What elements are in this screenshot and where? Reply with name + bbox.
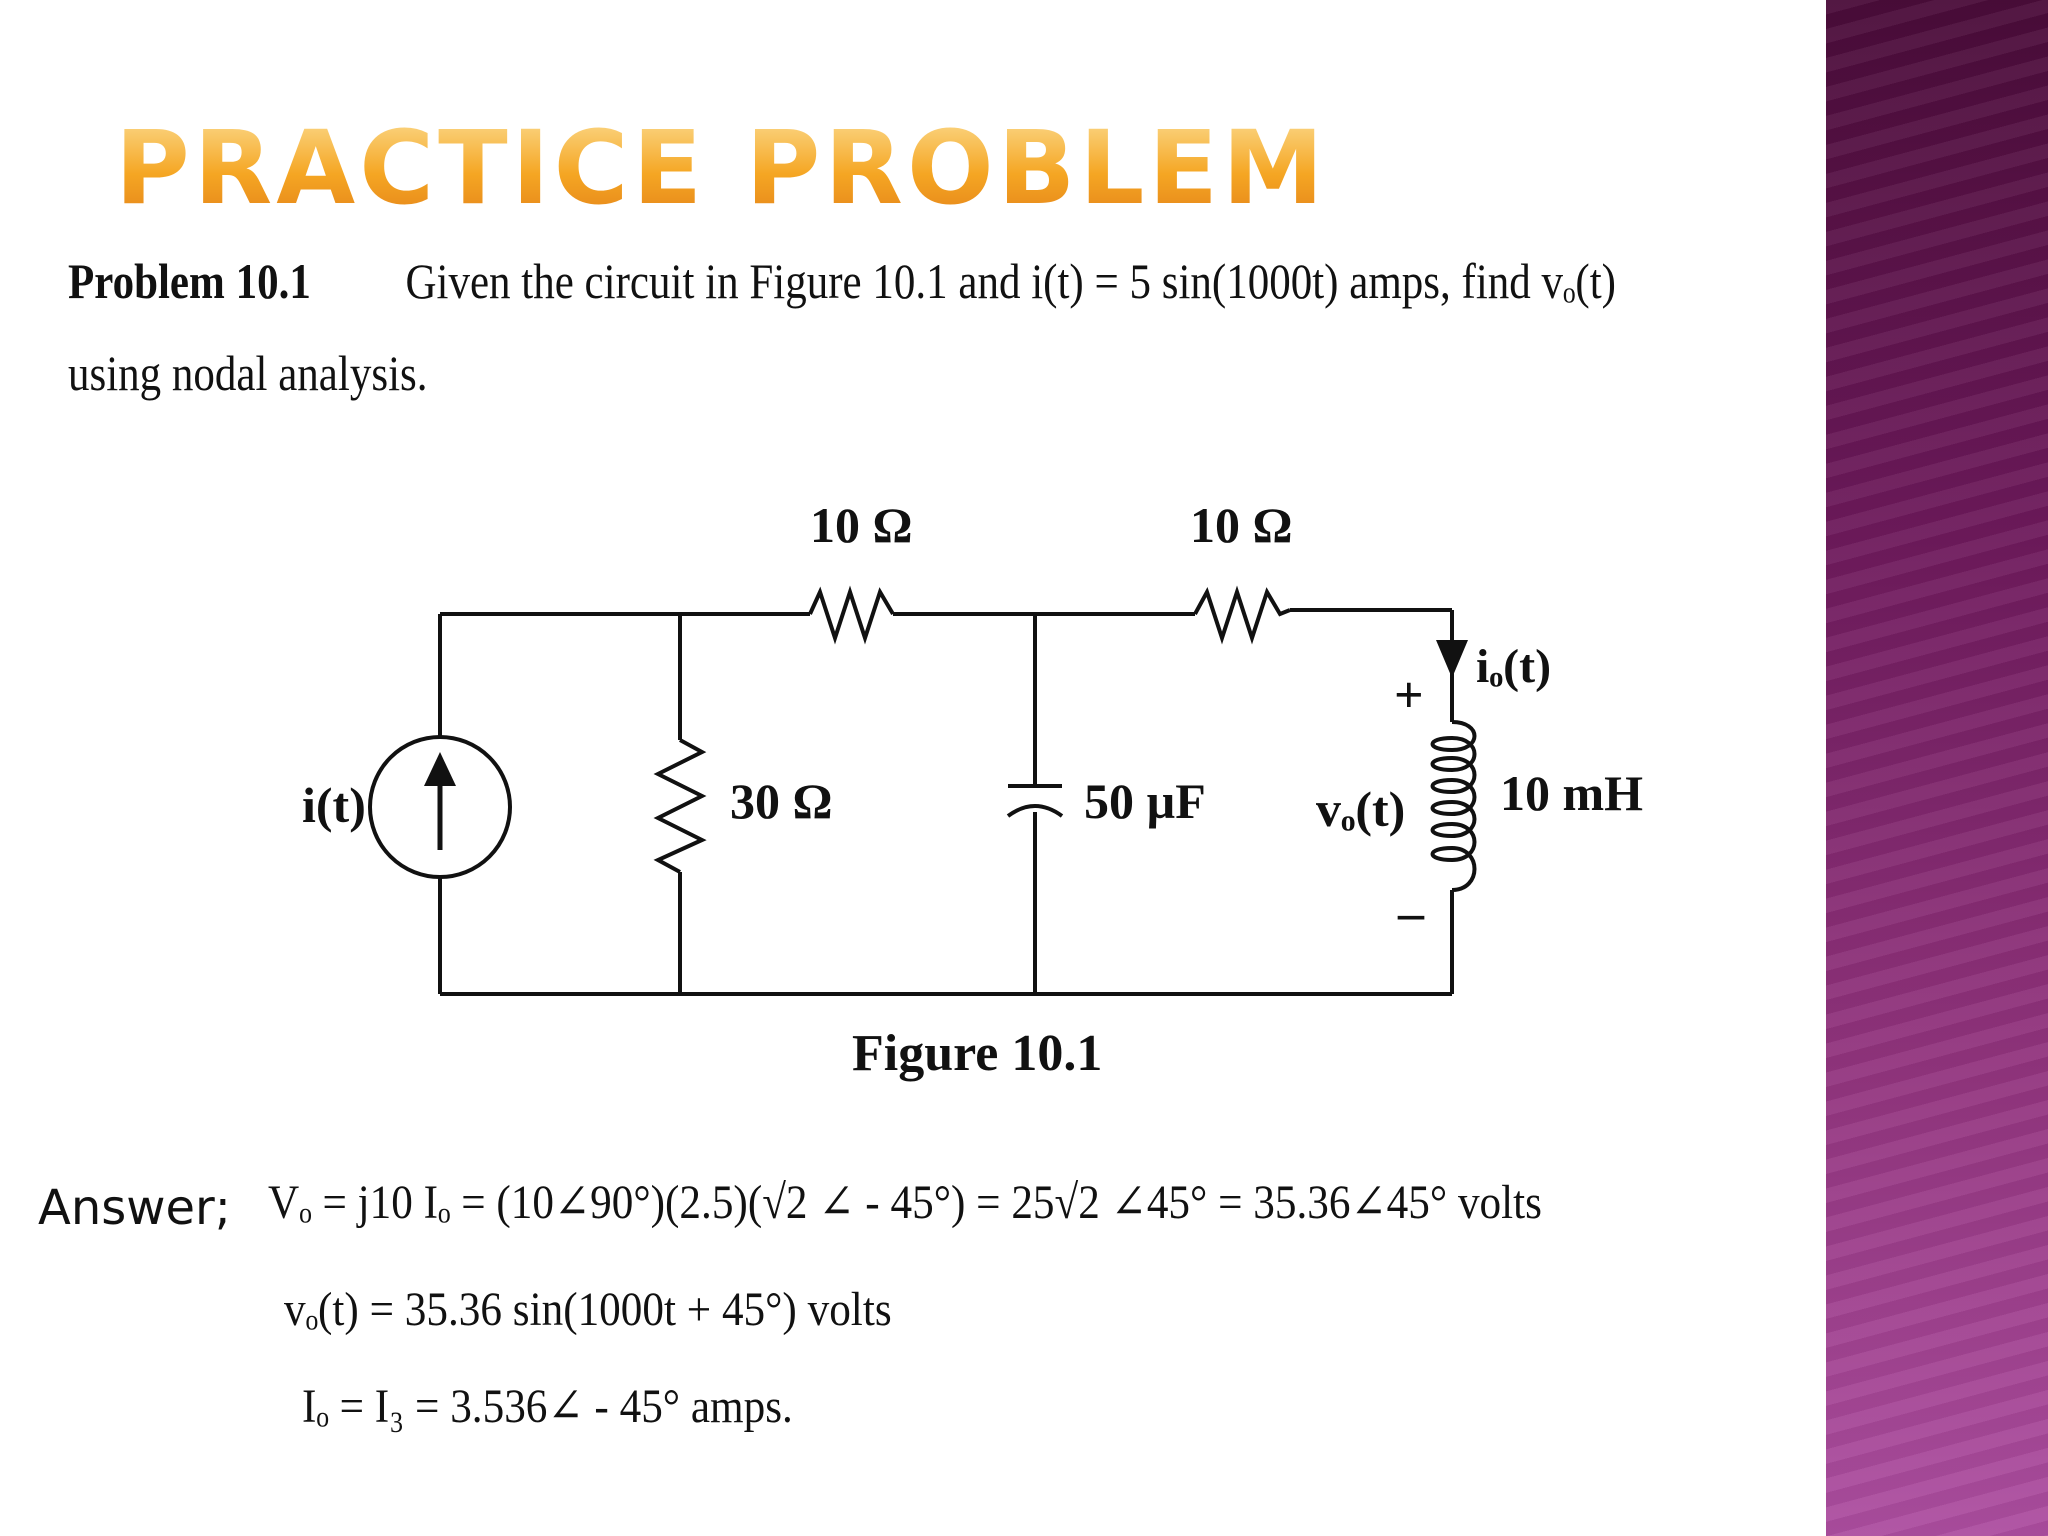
slide-title: PRACTICE PROBLEM — [115, 109, 1328, 228]
label-io: iₒ(t) — [1476, 640, 1551, 693]
answer-equation-1: Vₒ = j10 Iₒ = (10∠90°)(2.5)(√2 ∠ - 45°) … — [268, 1176, 1542, 1229]
inductor-icon — [1430, 720, 1477, 892]
answer-equation-3: Iₒ = I₃ = 3.536∠ - 45° amps. — [302, 1380, 793, 1433]
answer-label: Answer; — [38, 1180, 231, 1236]
label-r2: 10 Ω — [1190, 497, 1293, 553]
circuit-diagram: 10 Ω 10 Ω i(t) 30 Ω 50 µF vₒ(t) 10 mH iₒ… — [302, 497, 1643, 1082]
label-capacitor: 50 µF — [1084, 773, 1206, 829]
resistor-30ohm — [653, 738, 707, 874]
capacitor-icon — [1006, 784, 1064, 818]
label-plus: + — [1394, 667, 1424, 724]
sidebar-texture — [1826, 0, 2048, 1536]
label-source: i(t) — [302, 777, 366, 833]
decorative-sidebar — [1826, 0, 2048, 1536]
circuit-wires — [438, 608, 1454, 996]
resistor-10ohm-2 — [1193, 585, 1291, 645]
answer-equation-2: vₒ(t) = 35.36 sin(1000t + 45°) volts — [284, 1283, 892, 1336]
label-r1: 10 Ω — [810, 497, 913, 553]
problem-statement: Problem 10.1 Given the circuit in Figure … — [68, 252, 1616, 310]
label-r-shunt: 30 Ω — [730, 773, 833, 829]
current-source-icon — [368, 735, 512, 879]
problem-text: Given the circuit in Figure 10.1 and i(t… — [405, 253, 1616, 309]
label-minus: – — [1397, 885, 1425, 942]
label-inductor: 10 mH — [1500, 765, 1643, 821]
current-arrow-icon — [1436, 640, 1468, 678]
label-vo: vₒ(t) — [1316, 781, 1405, 837]
problem-statement-line2: using nodal analysis. — [68, 345, 428, 401]
problem-label: Problem 10.1 — [68, 253, 311, 309]
figure-caption: Figure 10.1 — [852, 1025, 1102, 1082]
resistor-10ohm-1 — [808, 585, 895, 645]
